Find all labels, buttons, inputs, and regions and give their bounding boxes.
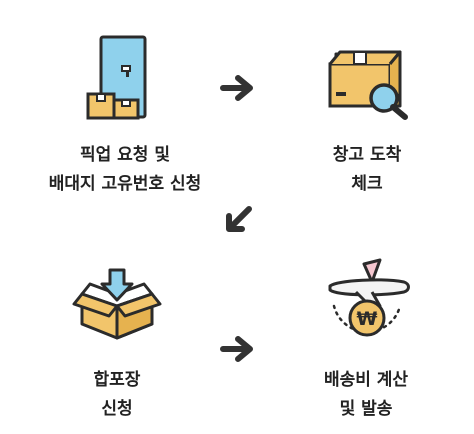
arrow-down-left-icon (222, 204, 254, 236)
step-3-label: 합포장 신청 (22, 366, 212, 424)
arrow-right-icon (220, 335, 254, 363)
door-with-boxes-icon (85, 34, 155, 124)
step-1-line-1: 픽업 요청 및 (79, 145, 171, 165)
step-3-line-1: 합포장 (93, 370, 141, 390)
step-1-label: 픽업 요청 및 배대지 고유번호 신청 (30, 141, 220, 199)
open-box-with-down-arrow-icon (72, 266, 162, 342)
step-2-line-2: 체크 (351, 174, 383, 194)
step-2-line-1: 창고 도착 (332, 145, 402, 165)
won-coin-symbol: ₩ (357, 308, 378, 330)
step-1-line-2: 배대지 고유번호 신청 (48, 174, 202, 194)
airplane-with-won-coin-icon: ₩ (324, 256, 414, 346)
step-2-label: 창고 도착 체크 (272, 141, 462, 199)
step-4-line-2: 및 발송 (339, 399, 393, 419)
box-with-magnifier-icon (326, 44, 411, 120)
arrow-right-icon (220, 74, 254, 102)
step-4-label: 배송비 계산 및 발송 (271, 366, 461, 424)
step-4-line-1: 배송비 계산 (323, 370, 409, 390)
step-3-line-2: 신청 (101, 399, 133, 419)
